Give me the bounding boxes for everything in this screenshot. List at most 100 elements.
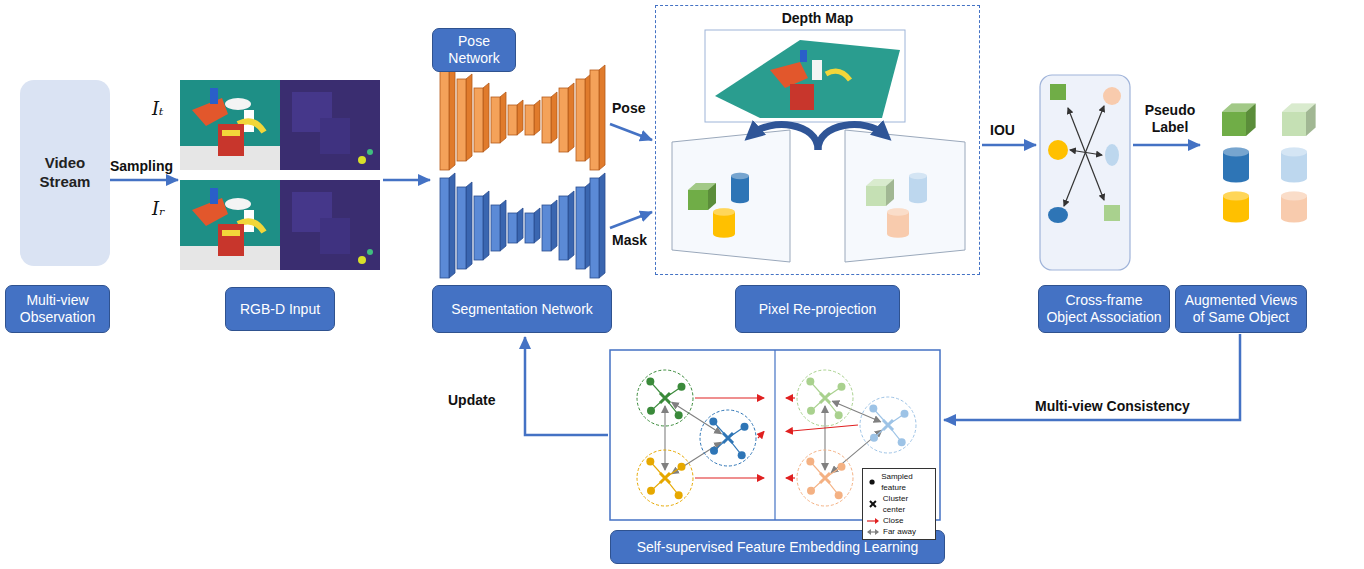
network-layers-part — [466, 74, 472, 161]
flow-label: Multi-view Consistency — [1035, 398, 1190, 415]
projected-objects-part — [731, 173, 749, 179]
feature-clusters-part — [870, 434, 878, 442]
network-layers-part — [474, 196, 483, 260]
feature-clusters-part — [883, 420, 893, 430]
legend-sample-part — [875, 529, 879, 535]
projected-objects-part — [708, 183, 716, 210]
flow-label: Mask — [612, 232, 647, 249]
flow-arrows-part — [107, 179, 178, 182]
feature-clusters-part — [820, 393, 830, 403]
feature-clusters-part — [807, 487, 815, 495]
feature-clusters-part — [647, 407, 655, 415]
association-panel-part — [1103, 87, 1121, 105]
augmented-objects-part — [1246, 104, 1256, 136]
feature-clusters-part — [838, 463, 846, 471]
association-panel-part — [1050, 84, 1066, 100]
stage-label: Augmented Views of Same Object — [1175, 285, 1307, 333]
augmented-objects-part — [1246, 104, 1256, 136]
node-text: Multi-view Observation — [11, 292, 104, 326]
flow-label: IOU — [990, 122, 1015, 139]
legend-row: Sampled feature — [866, 471, 932, 493]
network-layers-part — [568, 191, 574, 260]
projected-objects-part — [887, 208, 909, 216]
legend-row: Far away — [866, 526, 932, 537]
feature-clusters-part — [838, 383, 846, 391]
node-text: Augmented Views of Same Object — [1181, 292, 1301, 326]
legend-sample — [866, 500, 880, 508]
network-layers-part — [551, 200, 557, 251]
feature-clusters-part — [797, 450, 853, 506]
projected-objects-part — [713, 208, 735, 216]
feature-clusters-part — [646, 378, 654, 386]
embedding-panel — [610, 350, 940, 520]
feature-clusters-part — [741, 423, 749, 431]
image-planes-part — [845, 130, 965, 262]
feature-clusters-part — [637, 450, 693, 506]
legend-row: Close — [866, 515, 932, 526]
network-layers-part — [534, 208, 540, 243]
feature-clusters-part — [786, 397, 795, 398]
rgbd-images-part — [180, 80, 380, 170]
rgbd-images-part — [180, 180, 380, 270]
depth-map-picture — [705, 30, 905, 122]
flow-arrows-part — [610, 212, 652, 228]
node-text: Depth Map — [782, 10, 854, 26]
flow-arrows-part — [610, 124, 652, 140]
flow-label: Iₜ — [152, 98, 164, 120]
network-layers-part — [517, 100, 523, 135]
association-panel-part — [1040, 75, 1130, 270]
projected-objects-part — [866, 186, 886, 206]
association-panel-part — [1048, 207, 1068, 223]
stage-label: RGB-D Input — [225, 287, 335, 331]
feature-clusters-part — [695, 397, 764, 398]
feature-clusters-part — [901, 410, 909, 418]
association-panel-part — [1105, 144, 1119, 166]
feature-clusters-part — [786, 425, 858, 432]
depth-map-picture-part — [800, 50, 807, 62]
legend-text: Close — [883, 515, 903, 526]
augmented-objects-part — [1281, 147, 1307, 156]
flow-arrows-part — [383, 179, 430, 182]
augmented-objects-part — [1223, 191, 1249, 200]
feature-clusters-part — [700, 410, 756, 466]
feature-clusters-part — [695, 477, 764, 478]
projected-objects — [688, 173, 927, 238]
feature-clusters-part — [820, 473, 830, 483]
stage-label: Segmentation Network — [432, 285, 612, 333]
network-layers-part — [551, 92, 557, 143]
association-panel-part — [1104, 205, 1120, 221]
node-text: RGB-D Input — [240, 301, 320, 318]
feature-clusters-part — [738, 451, 746, 459]
association-panel-part-part — [1064, 106, 1104, 206]
projected-objects-part — [909, 173, 927, 179]
legend-sample-part — [869, 479, 874, 484]
projected-objects-part — [708, 183, 716, 210]
network-layers-part — [542, 97, 551, 143]
feature-clusters-part — [672, 442, 721, 473]
feature-clusters-part — [678, 463, 686, 471]
feature-clusters-part — [806, 458, 814, 466]
feature-clusters-part — [637, 370, 693, 426]
depth-map-picture-part — [790, 84, 814, 110]
network-layers-part — [559, 88, 568, 152]
network-layers — [440, 65, 605, 278]
image-planes-part — [672, 130, 790, 262]
node-text: Pixel Re-projection — [759, 301, 877, 318]
dashed-group: Depth Map — [655, 5, 980, 275]
association-panel-part-part — [1070, 150, 1102, 155]
network-layers-part — [525, 213, 534, 243]
association-panel-part-part — [1068, 108, 1104, 200]
feature-clusters-part — [758, 432, 764, 439]
stage-label: Cross-frame Object Association — [1038, 285, 1170, 333]
network-layers-part — [508, 213, 517, 243]
network-layers-part — [525, 105, 534, 135]
network-layers-part — [599, 173, 605, 278]
network-layers-part — [440, 178, 449, 278]
source-box: Video Stream — [20, 80, 110, 266]
augmented-objects-part — [1281, 191, 1307, 200]
network-layers-part — [466, 182, 472, 269]
feature-clusters-part — [786, 477, 795, 478]
augmented-objects-part — [1223, 147, 1249, 156]
flow-label: Update — [448, 392, 495, 409]
